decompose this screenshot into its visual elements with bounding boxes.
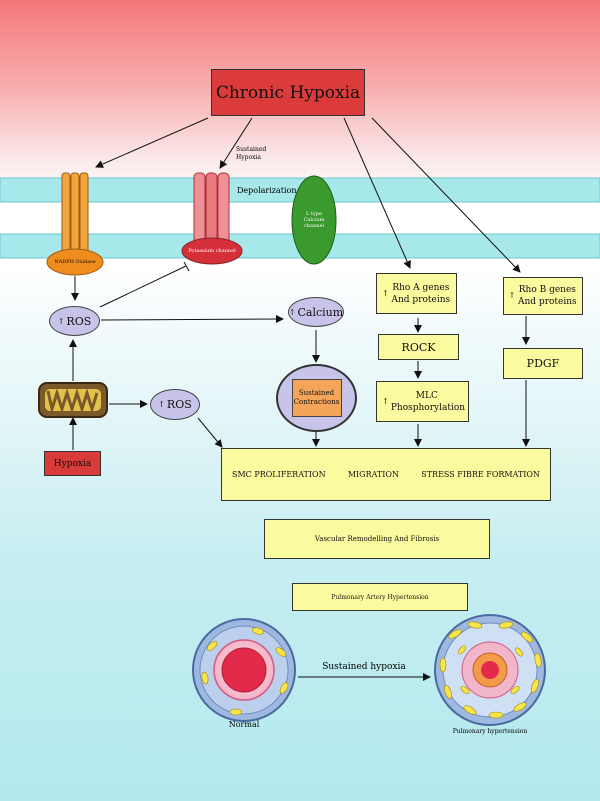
potassium-channel-label: Potassium channel <box>188 248 236 254</box>
depolarization-label: Depolarization <box>237 185 297 195</box>
rho-a-genes-box: ↑ Rho A genes And proteins <box>376 273 457 314</box>
nadph-oxidase-channel <box>46 172 104 276</box>
mitochondrion-icon <box>38 382 108 418</box>
arrow-ros-inhibits-k-bar <box>183 261 190 272</box>
normal-label: Normal <box>228 719 260 729</box>
nadph-oxidase-label: NADPH Oxidase <box>54 259 96 265</box>
title-text: Chronic Hypoxia <box>215 82 361 103</box>
pah-box: Pulmonary Artery Hypertension <box>292 583 468 611</box>
up-arrow-icon: ↑ <box>382 396 389 406</box>
vascular-remodelling-box: Vascular Remodelling And Fibrosis <box>264 519 490 559</box>
ros-oval-mid: ↑ ROS <box>150 389 200 420</box>
arrow-ros-mid-to-outcome <box>197 417 223 448</box>
stress-fibre-label: STRESS FIBRE FORMATION <box>421 470 540 479</box>
normal-vessel-illustration <box>192 618 296 722</box>
rho-b-genes-box: ↑ Rho B genes And proteins <box>503 277 583 315</box>
rock-box: ROCK <box>378 334 459 360</box>
sustained-hypoxia-arrow-label: Sustained hypoxia <box>322 662 406 672</box>
smc-proliferation-label: SMC PROLIFERATION <box>232 470 326 479</box>
title-box-chronic-hypoxia: Chronic Hypoxia <box>211 69 365 116</box>
arrow-title-to-kchannel <box>219 117 253 169</box>
pdgf-box: PDGF <box>503 348 583 379</box>
up-arrow-icon: ↑ <box>158 400 165 409</box>
pulmonary-hypertension-label: Pulmonary hypertension <box>452 727 528 735</box>
sustained-contractions-cell: Sustained Contractions <box>276 364 357 432</box>
potassium-channel <box>181 172 243 265</box>
ph-vessel-illustration <box>434 614 546 726</box>
up-arrow-icon: ↑ <box>508 291 516 300</box>
arrow-title-to-rhob <box>371 117 521 273</box>
up-arrow-icon: ↑ <box>57 316 65 326</box>
sustained-hypoxia-label: Sustained Hypoxia <box>236 146 267 161</box>
calcium-oval: ↑ Calcium <box>288 297 344 327</box>
sustained-contractions-box: Sustained Contractions <box>291 379 342 417</box>
arrow-title-to-rhoa <box>343 117 411 269</box>
up-arrow-icon: ↑ <box>382 288 389 298</box>
arrow-title-to-nadph <box>95 117 209 168</box>
ros-oval-top: ↑ ROS <box>49 306 100 336</box>
hypoxia-box: Hypoxia <box>44 451 101 476</box>
arrow-ros-to-calcium <box>100 315 284 324</box>
arrow-ros-inhibits-k <box>99 265 187 308</box>
l-type-calcium-channel <box>291 175 337 265</box>
ltype-channel-label: L type Calcium channel <box>303 211 325 229</box>
up-arrow-icon: ↑ <box>288 307 296 317</box>
mlc-phosphorylation-box: ↑ MLC Phosphorylation <box>376 381 469 422</box>
migration-label: MIGRATION <box>347 470 399 479</box>
outcome-box: SMC PROLIFERATION MIGRATION STRESS FIBRE… <box>221 448 551 501</box>
